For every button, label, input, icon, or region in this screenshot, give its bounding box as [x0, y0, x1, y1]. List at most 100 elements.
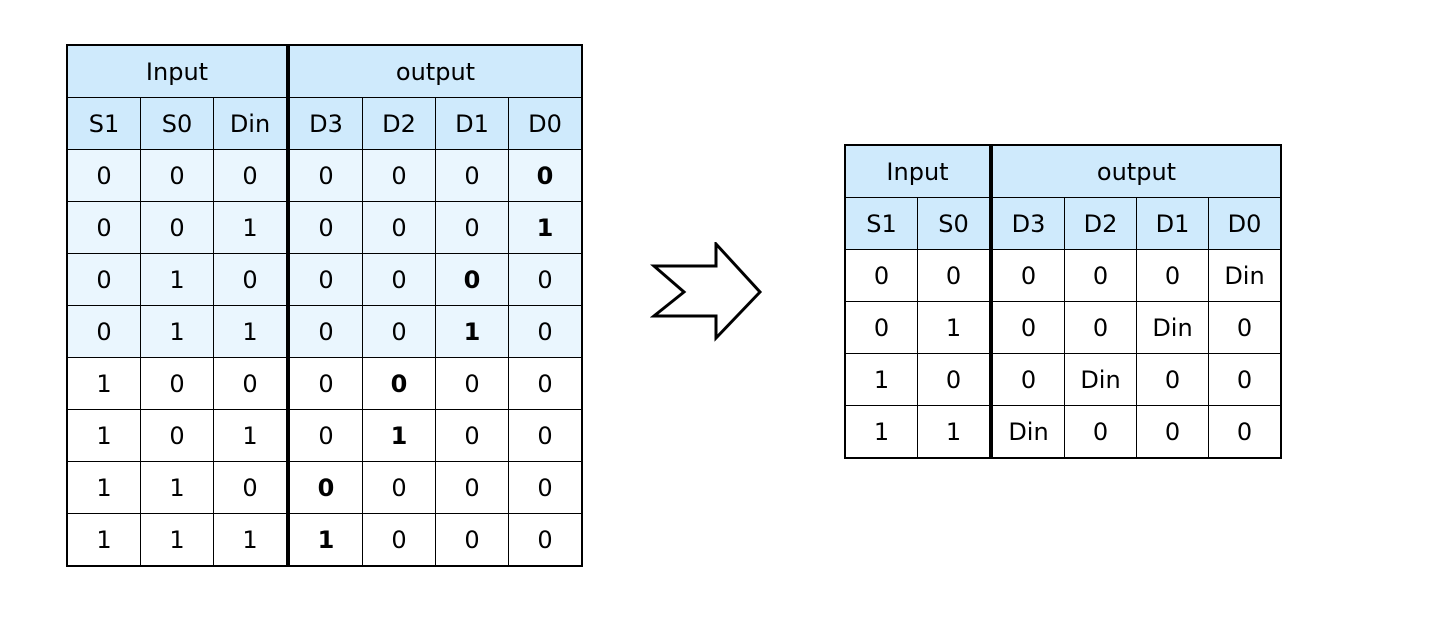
- table-cell: 0: [66, 253, 141, 306]
- table-cell: 0: [140, 149, 214, 202]
- column-header-cell: S1: [844, 197, 918, 250]
- table-cell: 1: [66, 461, 141, 514]
- table-cell: 0: [213, 253, 289, 306]
- table-cell: 0: [989, 301, 1065, 354]
- column-header-cell: D0: [1208, 197, 1282, 250]
- table-cell: 0: [435, 149, 509, 202]
- table-cell: 0: [435, 201, 509, 254]
- table-cell: 1: [140, 305, 214, 358]
- table-cell: 0: [844, 249, 918, 302]
- table-cell: 1: [140, 461, 214, 514]
- group-header-cell: Input: [66, 44, 289, 98]
- table-cell: Din: [1064, 353, 1137, 406]
- group-header-cell: Input: [844, 144, 992, 198]
- column-header-cell: D2: [362, 97, 436, 150]
- column-header-cell: D3: [989, 197, 1065, 250]
- column-header-cell: D1: [435, 97, 509, 150]
- hollow-right-arrow-icon: [649, 240, 766, 346]
- table-cell: 0: [435, 513, 509, 567]
- table-cell: 0: [140, 357, 214, 410]
- table-cell: Din: [989, 405, 1065, 459]
- table-cell: 1: [66, 357, 141, 410]
- table-cell: 0: [362, 357, 436, 410]
- table-cell: 0: [286, 149, 363, 202]
- table-cell: 0: [362, 461, 436, 514]
- table-cell: 0: [286, 409, 363, 462]
- table-cell: 0: [917, 249, 992, 302]
- table-cell: 1: [213, 513, 289, 567]
- table-cell: 0: [508, 357, 583, 410]
- column-header-cell: D1: [1136, 197, 1209, 250]
- table-cell: 0: [1136, 249, 1209, 302]
- table-cell: 0: [917, 353, 992, 406]
- table-cell: 0: [508, 305, 583, 358]
- column-header-cell: S0: [140, 97, 214, 150]
- table-cell: 0: [286, 305, 363, 358]
- table-cell: 0: [435, 461, 509, 514]
- table-cell: 1: [435, 305, 509, 358]
- table-cell: 0: [508, 149, 583, 202]
- group-header-cell: output: [286, 44, 583, 98]
- table-cell: 0: [1064, 301, 1137, 354]
- table-cell: 0: [286, 461, 363, 514]
- table-cell: 0: [1136, 353, 1209, 406]
- table-cell: 0: [435, 253, 509, 306]
- table-cell: 0: [1136, 405, 1209, 459]
- table-cell: 0: [1064, 249, 1137, 302]
- table-cell: 0: [989, 353, 1065, 406]
- table-cell: Din: [1208, 249, 1282, 302]
- table-cell: 0: [362, 201, 436, 254]
- table-cell: 0: [140, 409, 214, 462]
- table-cell: 1: [66, 513, 141, 567]
- table-cell: 1: [140, 253, 214, 306]
- table-cell: 0: [1208, 405, 1282, 459]
- table-cell: 0: [66, 149, 141, 202]
- column-header-cell: S1: [66, 97, 141, 150]
- column-header-cell: S0: [917, 197, 992, 250]
- table-cell: 0: [362, 305, 436, 358]
- table-cell: 0: [1208, 301, 1282, 354]
- table-cell: 0: [435, 409, 509, 462]
- group-header-cell: output: [989, 144, 1282, 198]
- table-cell: 1: [140, 513, 214, 567]
- table-cell: 0: [1064, 405, 1137, 459]
- table-cell: 1: [917, 301, 992, 354]
- table-cell: 0: [508, 513, 583, 567]
- table-cell: 0: [844, 301, 918, 354]
- table-cell: 0: [286, 357, 363, 410]
- table-cell: 0: [140, 201, 214, 254]
- column-header-cell: D3: [286, 97, 363, 150]
- table-cell: 0: [286, 201, 363, 254]
- table-cell: 1: [844, 353, 918, 406]
- table-cell: 0: [989, 249, 1065, 302]
- column-header-cell: Din: [213, 97, 289, 150]
- table-cell: 0: [213, 357, 289, 410]
- table-cell: 1: [917, 405, 992, 459]
- table-cell: 1: [213, 409, 289, 462]
- table-cell: 1: [508, 201, 583, 254]
- table-cell: 0: [508, 409, 583, 462]
- table-cell: 0: [362, 513, 436, 567]
- column-header-cell: D2: [1064, 197, 1137, 250]
- table-cell: 1: [213, 201, 289, 254]
- table-cell: 0: [362, 253, 436, 306]
- table-cell: 0: [286, 253, 363, 306]
- table-cell: 0: [213, 461, 289, 514]
- table-cell: 0: [213, 149, 289, 202]
